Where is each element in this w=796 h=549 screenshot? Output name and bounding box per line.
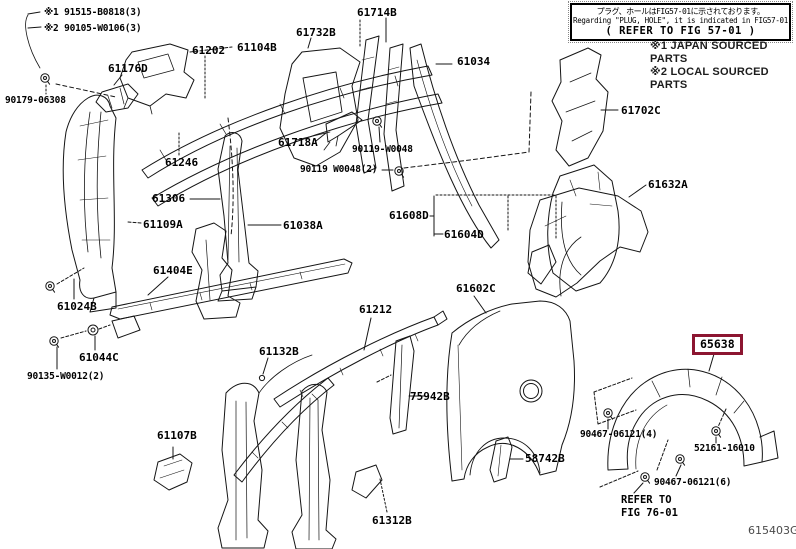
part-label-75942b[interactable]: 75942B — [410, 390, 450, 403]
part-label-61104b[interactable]: 61104B — [237, 41, 277, 54]
part-label-1-91515-b0818-3[interactable]: ※1 91515-B0818(3) — [44, 7, 142, 18]
part-label-61176d[interactable]: 61176D — [108, 62, 148, 75]
part-label-2-90105-w0106-3[interactable]: ※2 90105-W0106(3) — [44, 23, 142, 34]
highlighted-part-label[interactable]: 65638 — [692, 334, 743, 355]
art-rail-61132b — [233, 357, 335, 483]
part-label-90119-w0048[interactable]: 90119-W0048 — [352, 144, 413, 155]
part-label-61109a[interactable]: 61109A — [143, 218, 183, 231]
part-label-61306[interactable]: 61306 — [152, 192, 186, 205]
art-roof-side-rails — [141, 55, 443, 207]
art-cowl-side-bracket-61104b — [119, 43, 195, 115]
art-rocker-61404e — [109, 258, 353, 320]
part-label-61632a[interactable]: 61632A — [648, 178, 688, 191]
part-label-61604d[interactable]: 61604D — [444, 228, 484, 241]
art-tape-75942b — [376, 335, 425, 435]
part-label-52161-16010[interactable]: 52161-16010 — [694, 443, 755, 454]
part-label-90179-06308[interactable]: 90179-06308 — [5, 95, 66, 106]
part-label-61107b[interactable]: 61107B — [157, 429, 197, 442]
plug-hole-note-box: プラグ、ホールはFIG57-01に示されております。 Regarding "PL… — [568, 1, 793, 43]
refer-note-line2: FIG 76-01 — [621, 507, 678, 519]
part-label-90467-06121-6[interactable]: 90467-06121(6) — [654, 477, 732, 488]
refer-note-line1: REFER TO — [621, 494, 672, 506]
part-label-61202[interactable]: 61202 — [192, 44, 226, 57]
part-label-61404e[interactable]: 61404E — [153, 264, 193, 277]
art-front-pillar-inner — [62, 94, 117, 313]
art-pillar-lower-61024b — [45, 222, 241, 320]
legend-japan-sourced-parts: ※1 JAPAN SOURCED PARTS — [650, 40, 768, 65]
art-window-frame-61732b — [279, 37, 361, 167]
art-wheelhouse-liner-65638 — [593, 353, 779, 471]
sourcing-legend: ※1 JAPAN SOURCED PARTS ※2 LOCAL SOURCED … — [650, 40, 796, 92]
part-label-61034[interactable]: 61034 — [457, 55, 491, 68]
art-pillar-61702c — [551, 47, 619, 167]
art-center-pillar-61306 — [127, 132, 282, 302]
part-label-61246[interactable]: 61246 — [165, 156, 199, 169]
part-label-90135-w0012-2[interactable]: 90135-W0012(2) — [27, 371, 105, 382]
part-label-90119-w0048-2[interactable]: 90119 W0048(2) — [300, 164, 378, 175]
art-front-pillar-lower-left — [217, 354, 313, 549]
part-label-61024b[interactable]: 61024B — [57, 300, 97, 313]
note-line-refer-fig: ( REFER TO FIG 57-01 ) — [605, 25, 756, 37]
art-pillar-inner-61312b — [291, 383, 388, 549]
part-label-61212[interactable]: 61212 — [359, 303, 393, 316]
art-clips-bottom-right — [599, 408, 727, 494]
part-label-61038a[interactable]: 61038A — [283, 219, 323, 232]
part-label-90467-06121-4[interactable]: 90467-06121(4) — [580, 429, 658, 440]
part-label-61312b[interactable]: 61312B — [372, 514, 412, 527]
art-fasteners-61044c — [49, 315, 141, 370]
part-label-61714b[interactable]: 61714B — [357, 6, 397, 19]
part-label-61044c[interactable]: 61044C — [79, 351, 119, 364]
legend-local-sourced-parts: ※2 LOCAL SOURCED PARTS — [650, 66, 769, 91]
art-top-left-fasteners-and-leaders — [25, 11, 234, 237]
art-protector-58742b — [489, 436, 524, 483]
part-label-61132b[interactable]: 61132B — [259, 345, 299, 358]
part-label-61718a[interactable]: 61718A — [278, 136, 318, 149]
art-bracket-61176d — [95, 74, 139, 113]
part-label-61608d[interactable]: 61608D — [389, 209, 429, 222]
art-rail-61212 — [273, 310, 448, 408]
highlighted-part-number: 65638 — [700, 337, 735, 351]
note-line-english: Regarding "PLUG, HOLE", it is indicated … — [573, 16, 788, 25]
part-label-58742b[interactable]: 58742B — [525, 452, 565, 465]
art-bracket-61107b — [153, 446, 193, 491]
art-rail-61034 — [409, 43, 500, 249]
note-line-japanese: プラグ、ホールはFIG57-01に示されております。 — [596, 7, 765, 16]
art-bracket-61718a — [315, 111, 363, 151]
art-leader-lines-61608d-61604d — [429, 194, 557, 239]
art-wheelhouse-inner — [527, 164, 620, 292]
part-label-61602c[interactable]: 61602C — [456, 282, 496, 295]
figure-code: 615403G — [748, 524, 796, 537]
art-quarter-inner-61632a — [527, 184, 649, 298]
refer-to-fig-note: REFER TO FIG 76-01 — [621, 494, 678, 520]
part-label-61702c[interactable]: 61702C — [621, 104, 661, 117]
art-fasteners-90119 — [372, 91, 532, 178]
part-label-61732b[interactable]: 61732B — [296, 26, 336, 39]
